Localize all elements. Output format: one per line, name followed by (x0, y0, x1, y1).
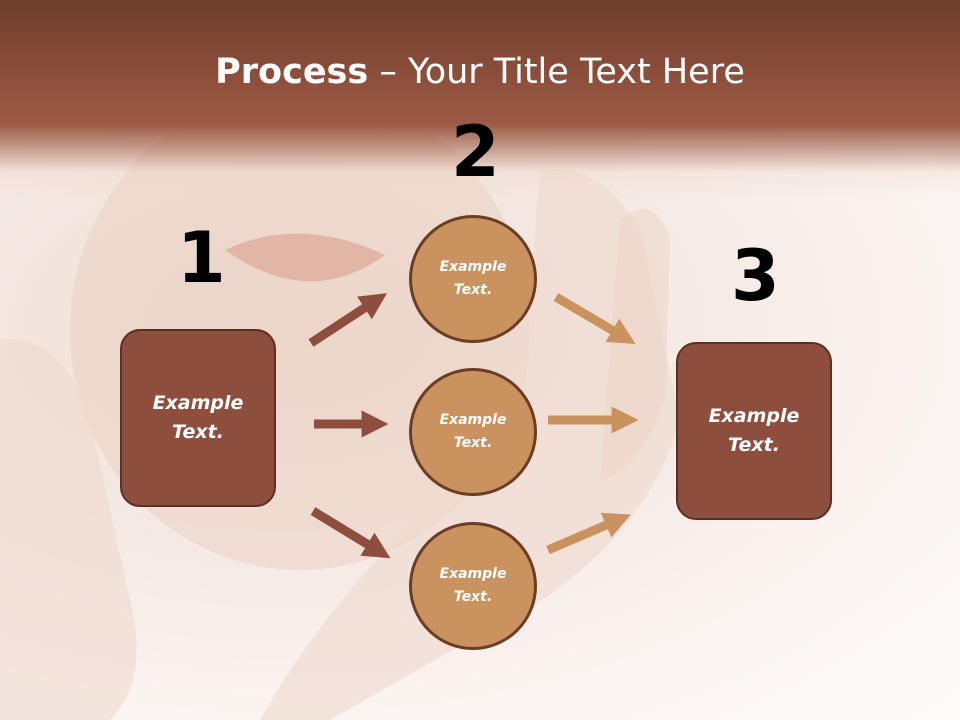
step-number-3: 3 (731, 235, 780, 317)
arrow-to-circle-3 (310, 507, 391, 559)
slide-title: Process – Your Title Text Here (0, 52, 960, 92)
right-box: Example Text. (676, 342, 832, 520)
right-box-text: Example Text. (708, 405, 800, 456)
title-rest: – Your Title Text Here (368, 52, 745, 92)
circle-3: Example Text. (409, 522, 537, 650)
title-band (0, 0, 960, 200)
step-number-2: 2 (451, 111, 500, 193)
left-box-text: Example Text. (152, 392, 244, 443)
circle-2-text: Example Text. (439, 412, 507, 451)
title-bold: Process (215, 52, 369, 92)
left-box: Example Text. (120, 329, 276, 507)
circle-3-text: Example Text. (439, 566, 507, 605)
circle-2: Example Text. (409, 368, 537, 496)
step-number-1: 1 (177, 217, 226, 299)
arrow-from-circle-3 (546, 512, 631, 555)
circle-1: Example Text. (409, 215, 537, 343)
arrow-from-circle-1 (553, 293, 636, 344)
arrow-to-circle-1 (308, 293, 388, 347)
circle-1-text: Example Text. (439, 259, 507, 298)
